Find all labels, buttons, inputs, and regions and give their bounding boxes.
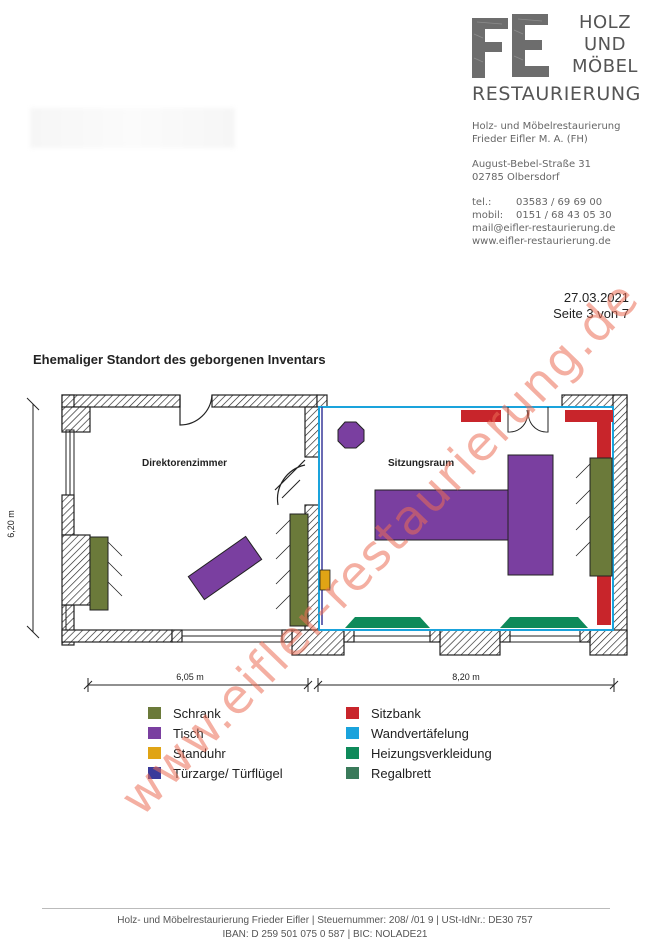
legend-swatch	[346, 767, 359, 779]
legend-swatch	[148, 727, 161, 739]
street: August-Bebel-Straße 31	[472, 159, 592, 170]
legend-swatch	[148, 747, 161, 759]
room-label-right: Sitzungsraum	[388, 458, 454, 469]
tel-label: tel.:	[472, 197, 492, 208]
legend-swatch	[148, 767, 161, 779]
legend-label: Heizungsverkleidung	[371, 745, 492, 761]
legend-swatch	[346, 727, 359, 739]
legend-label: Türzarge/ Türflügel	[173, 765, 283, 781]
document-date: 27.03.2021	[563, 290, 629, 305]
legend-left: Schrank Tisch Standuhr Türzarge/ Türflüg…	[148, 703, 283, 783]
room-label-left: Direktorenzimmer	[142, 458, 227, 469]
legend-item: Sitzbank	[346, 703, 492, 723]
email-link[interactable]: mail@eifler-restaurierung.de	[472, 223, 616, 234]
logo-line-2: UND	[584, 34, 626, 55]
logo-mark	[472, 14, 552, 85]
mobil-value: 0151 / 68 43 05 30	[516, 210, 612, 221]
company-line-2: Frieder Eifler M. A. (FH)	[472, 134, 588, 145]
legend-item: Tisch	[148, 723, 283, 743]
dim-height: 6,20 m	[6, 510, 16, 538]
legend-label: Regalbrett	[371, 765, 431, 781]
legend-right: Sitzbank Wandvertäfelung Heizungsverklei…	[346, 703, 492, 783]
logo-tagline: RESTAURIERUNG	[472, 83, 641, 105]
dim-right: 8,20 m	[452, 672, 480, 682]
footer-divider	[42, 908, 610, 909]
legend-item: Schrank	[148, 703, 283, 723]
contact-block: Holz- und Möbelrestaurierung Frieder Eif…	[472, 120, 621, 248]
floor-plan: Direktorenzimmer Sitzungsraum 6,20 m 6,0…	[0, 380, 650, 705]
legend-item: Türzarge/ Türflügel	[148, 763, 283, 783]
footer-line-2: IBAN: D 259 501 075 0 587 | BIC: NOLADE2…	[222, 929, 428, 940]
logo-text: HOLZ UND MÖBEL	[570, 12, 640, 78]
footer-line-1: Holz- und Möbelrestaurierung Frieder Eif…	[117, 915, 533, 926]
legend-label: Tisch	[173, 725, 204, 741]
legend-swatch	[346, 747, 359, 759]
legend-item: Regalbrett	[346, 763, 492, 783]
city: 02785 Olbersdorf	[472, 172, 560, 183]
section-title: Ehemaliger Standort des geborgenen Inven…	[33, 352, 326, 367]
legend-item: Wandvertäfelung	[346, 723, 492, 743]
legend-label: Sitzbank	[371, 705, 421, 721]
date-block: 27.03.2021 Seite 3 von 7	[553, 290, 629, 322]
company-line-1: Holz- und Möbelrestaurierung	[472, 121, 621, 132]
legend-label: Wandvertäfelung	[371, 725, 469, 741]
redacted-address	[30, 108, 235, 148]
legend-swatch	[148, 707, 161, 719]
page-number: Seite 3 von 7	[553, 306, 629, 321]
legend-item: Heizungsverkleidung	[346, 743, 492, 763]
legend-swatch	[346, 707, 359, 719]
legend-item: Standuhr	[148, 743, 283, 763]
dim-left: 6,05 m	[176, 672, 204, 682]
tel-value: 03583 / 69 69 00	[516, 197, 603, 208]
legend-label: Standuhr	[173, 745, 226, 761]
legend-label: Schrank	[173, 705, 221, 721]
website-link[interactable]: www.eifler-restaurierung.de	[472, 236, 611, 247]
logo-line-1: HOLZ	[578, 12, 632, 33]
logo-line-3: MÖBEL	[572, 56, 638, 77]
mobil-label: mobil:	[472, 210, 504, 221]
